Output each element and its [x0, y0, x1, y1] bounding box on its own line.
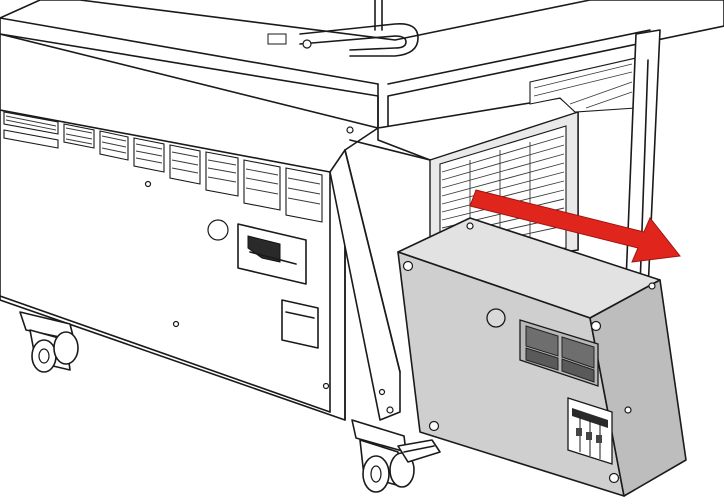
frame-leg: [329, 149, 401, 421]
access-port: [281, 299, 319, 349]
handle-rail: [267, 22, 419, 57]
caster-left: [19, 311, 79, 373]
brake-pedal: [397, 439, 441, 463]
screw-icon: [608, 472, 620, 484]
screw-icon: [402, 260, 414, 272]
vent-slots: [3, 111, 323, 223]
machine-body: [0, 33, 379, 421]
removal-arrow: [469, 189, 681, 263]
screw-icon: [590, 320, 602, 332]
socket-opening: [237, 223, 307, 285]
indicator-light-icon: [486, 308, 506, 328]
top-surface: [0, 0, 724, 129]
screw-icon: [428, 420, 440, 432]
control-box: [397, 217, 687, 497]
push-button-panel: [519, 319, 599, 387]
caster-right: [351, 419, 441, 493]
circuit-breaker: [567, 397, 613, 465]
screw-icon: [302, 39, 312, 49]
caster-wheels: [19, 311, 441, 493]
